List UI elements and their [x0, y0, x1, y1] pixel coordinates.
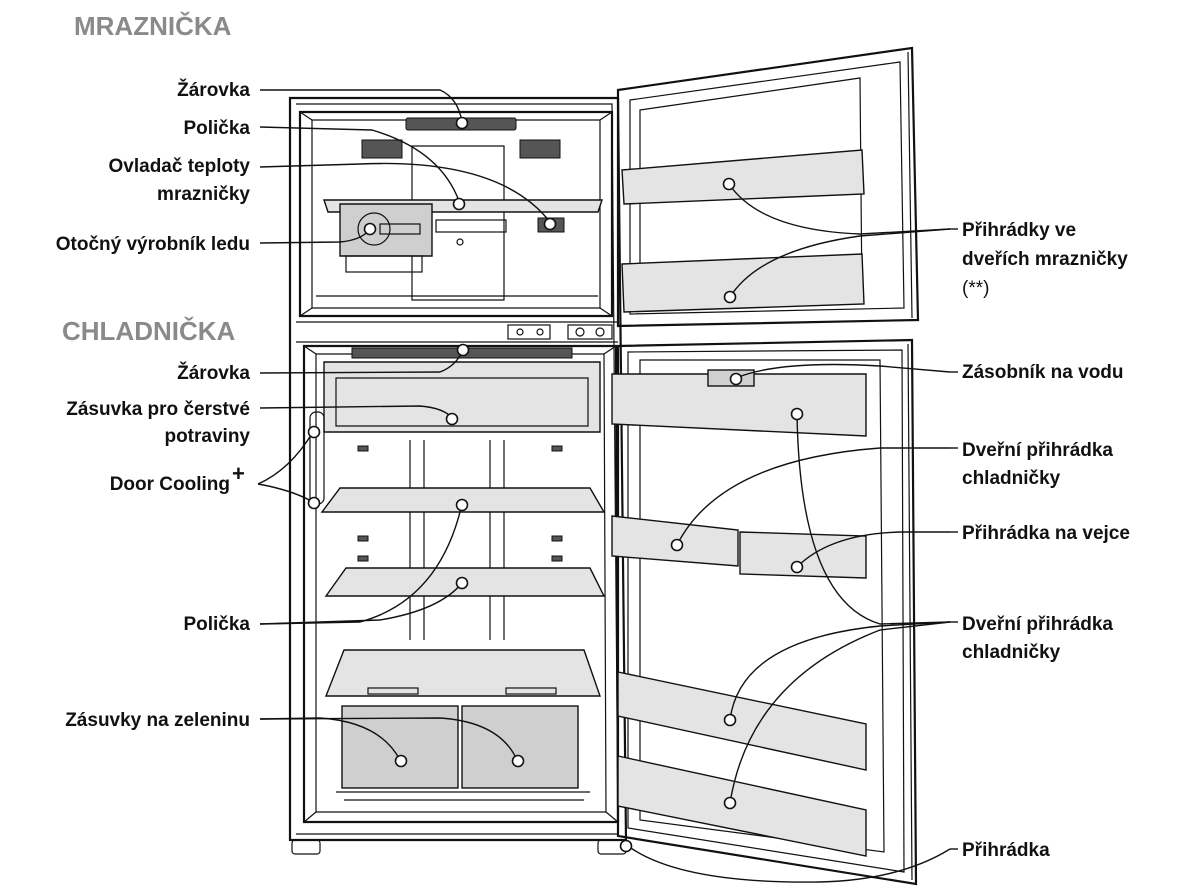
dot-door-cooling-bottom	[307, 496, 321, 510]
dot-shelf-freezer	[452, 197, 466, 211]
dot-fresh-drawer	[445, 412, 459, 426]
dot-freezer-bin-upper	[722, 177, 736, 191]
label-shelf-freezer: Polička	[183, 118, 250, 139]
dot-door-bin-middle	[723, 713, 737, 727]
dot-temp-control	[543, 217, 557, 231]
label-lamp-fridge: Žárovka	[177, 362, 250, 384]
label-fresh-drawer-line2: potraviny	[164, 426, 250, 447]
dot-water-bin	[790, 407, 804, 421]
dot-crisper-right	[511, 754, 525, 768]
dot-freezer-bin-lower	[723, 290, 737, 304]
label-freezer-door-bins-line2: dveřích mrazničky	[962, 249, 1128, 270]
dot-lamp-freezer	[455, 116, 469, 130]
dot-bin-foot	[619, 839, 633, 853]
label-shelf-fridge: Polička	[183, 614, 250, 635]
dot-ice-maker	[363, 222, 377, 236]
dot-door-bin-upper	[670, 538, 684, 552]
callout-dots	[307, 116, 804, 853]
label-temp-control-line1: Ovladač teploty	[109, 156, 251, 177]
dot-lamp-fridge	[456, 343, 470, 357]
leader-lines	[257, 89, 951, 883]
dot-egg-tray	[790, 560, 804, 574]
label-temp-control-line2: mrazničky	[157, 184, 250, 205]
fridge-section-heading: CHLADNIČKA	[62, 316, 236, 346]
dot-crisper-left	[394, 754, 408, 768]
label-bin: Přihrádka	[962, 840, 1050, 861]
label-water-tank: Zásobník na vodu	[962, 362, 1124, 383]
freezer-door	[616, 46, 920, 328]
dot-shelf-fridge-lower	[455, 576, 469, 590]
label-fridge-door-bin-b-line2: chladničky	[962, 642, 1061, 663]
freezer-section-heading: MRAZNIČKA	[74, 11, 232, 41]
dot-door-bin-bottom	[723, 796, 737, 810]
label-crisper: Zásuvky na zeleninu	[65, 710, 250, 731]
dot-shelf-fridge-upper	[455, 498, 469, 512]
label-egg-tray: Přihrádka na vejce	[962, 523, 1130, 544]
dot-door-cooling-top	[307, 425, 321, 439]
label-tails	[950, 228, 958, 850]
label-ice-maker: Otočný výrobník ledu	[56, 234, 250, 255]
dot-water-tank	[729, 372, 743, 386]
label-fridge-door-bin-b-line1: Dveřní přihrádka	[962, 614, 1113, 635]
label-lamp-freezer: Žárovka	[177, 79, 250, 101]
label-freezer-door-bins-line1: Přihrádky ve	[962, 220, 1076, 241]
label-fresh-drawer-line1: Zásuvka pro čerstvé	[66, 399, 250, 420]
freezer-interior	[316, 117, 603, 301]
fridge-door	[611, 338, 918, 886]
label-door-cooling: Door Cooling	[110, 474, 230, 495]
label-fridge-door-bin-a-line1: Dveřní přihrádka	[962, 440, 1113, 461]
left-labels: Žárovka Polička Ovladač teploty mrazničk…	[56, 79, 251, 731]
right-labels: Přihrádky ve dveřích mrazničky (**) Záso…	[962, 220, 1130, 861]
label-door-cooling-plus: +	[232, 461, 245, 486]
label-fridge-door-bin-a-line2: chladničky	[962, 468, 1061, 489]
label-freezer-door-bins-line3: (**)	[962, 278, 989, 299]
